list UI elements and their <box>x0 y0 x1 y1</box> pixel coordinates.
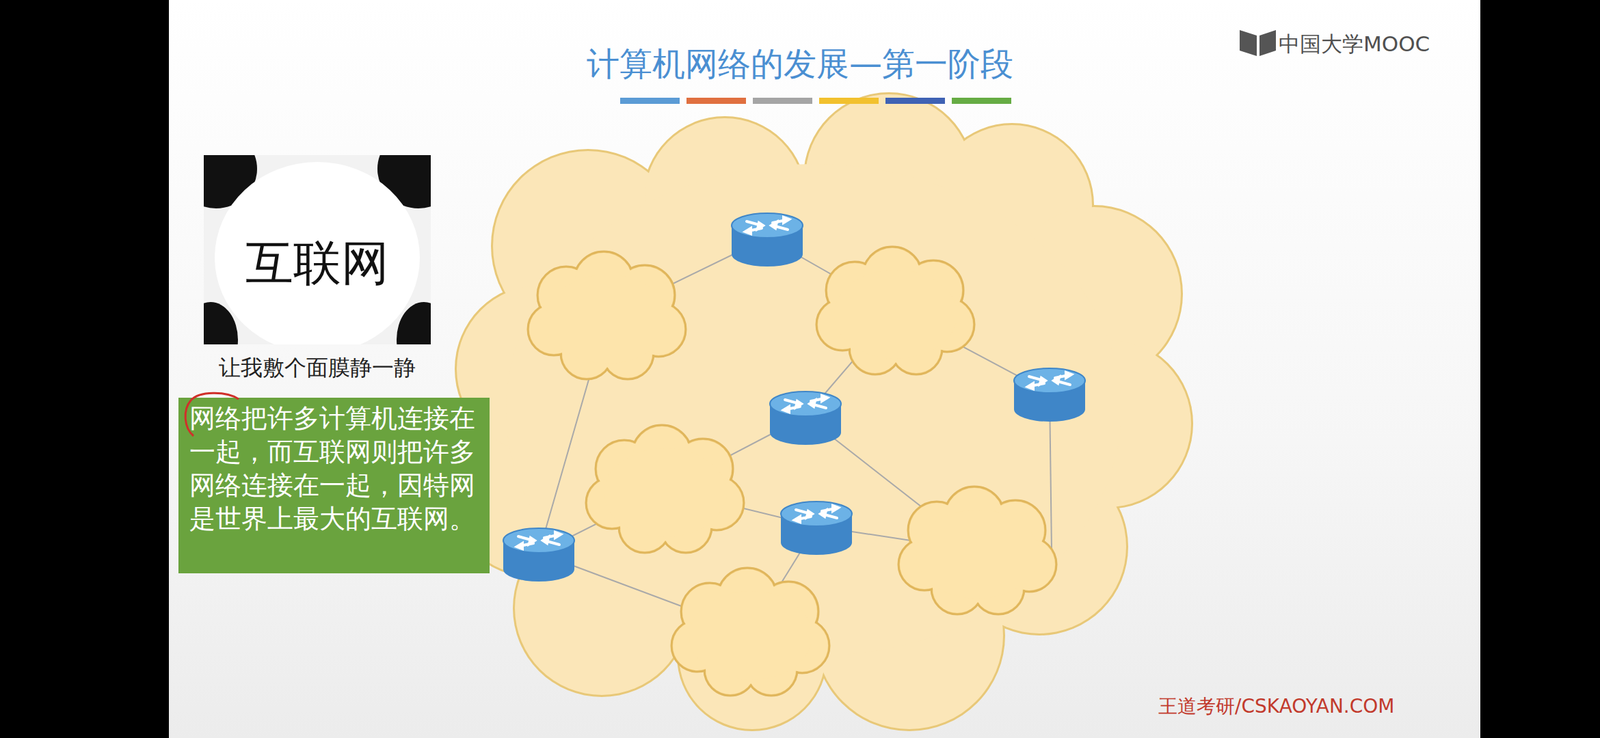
watermark: 王道考研/CSKAOYAN.COM <box>1158 694 1395 720</box>
panda-face: 互联网让我敷个面膜静一静 <box>203 155 431 345</box>
panda-text: 互联网 <box>203 231 431 297</box>
image-caption: 让我敷个面膜静一静 <box>218 353 416 384</box>
definition-box: 网络把许多计算机连接在一起，而互联网则把许多网络连接在一起，因特网是世界上最大的… <box>178 397 490 574</box>
mooc-logo-text: 中国大学MOOC <box>1278 30 1430 59</box>
definition-text: 网络把许多计算机连接在一起，而互联网则把许多网络连接在一起，因特网是世界上最大的… <box>189 402 479 537</box>
